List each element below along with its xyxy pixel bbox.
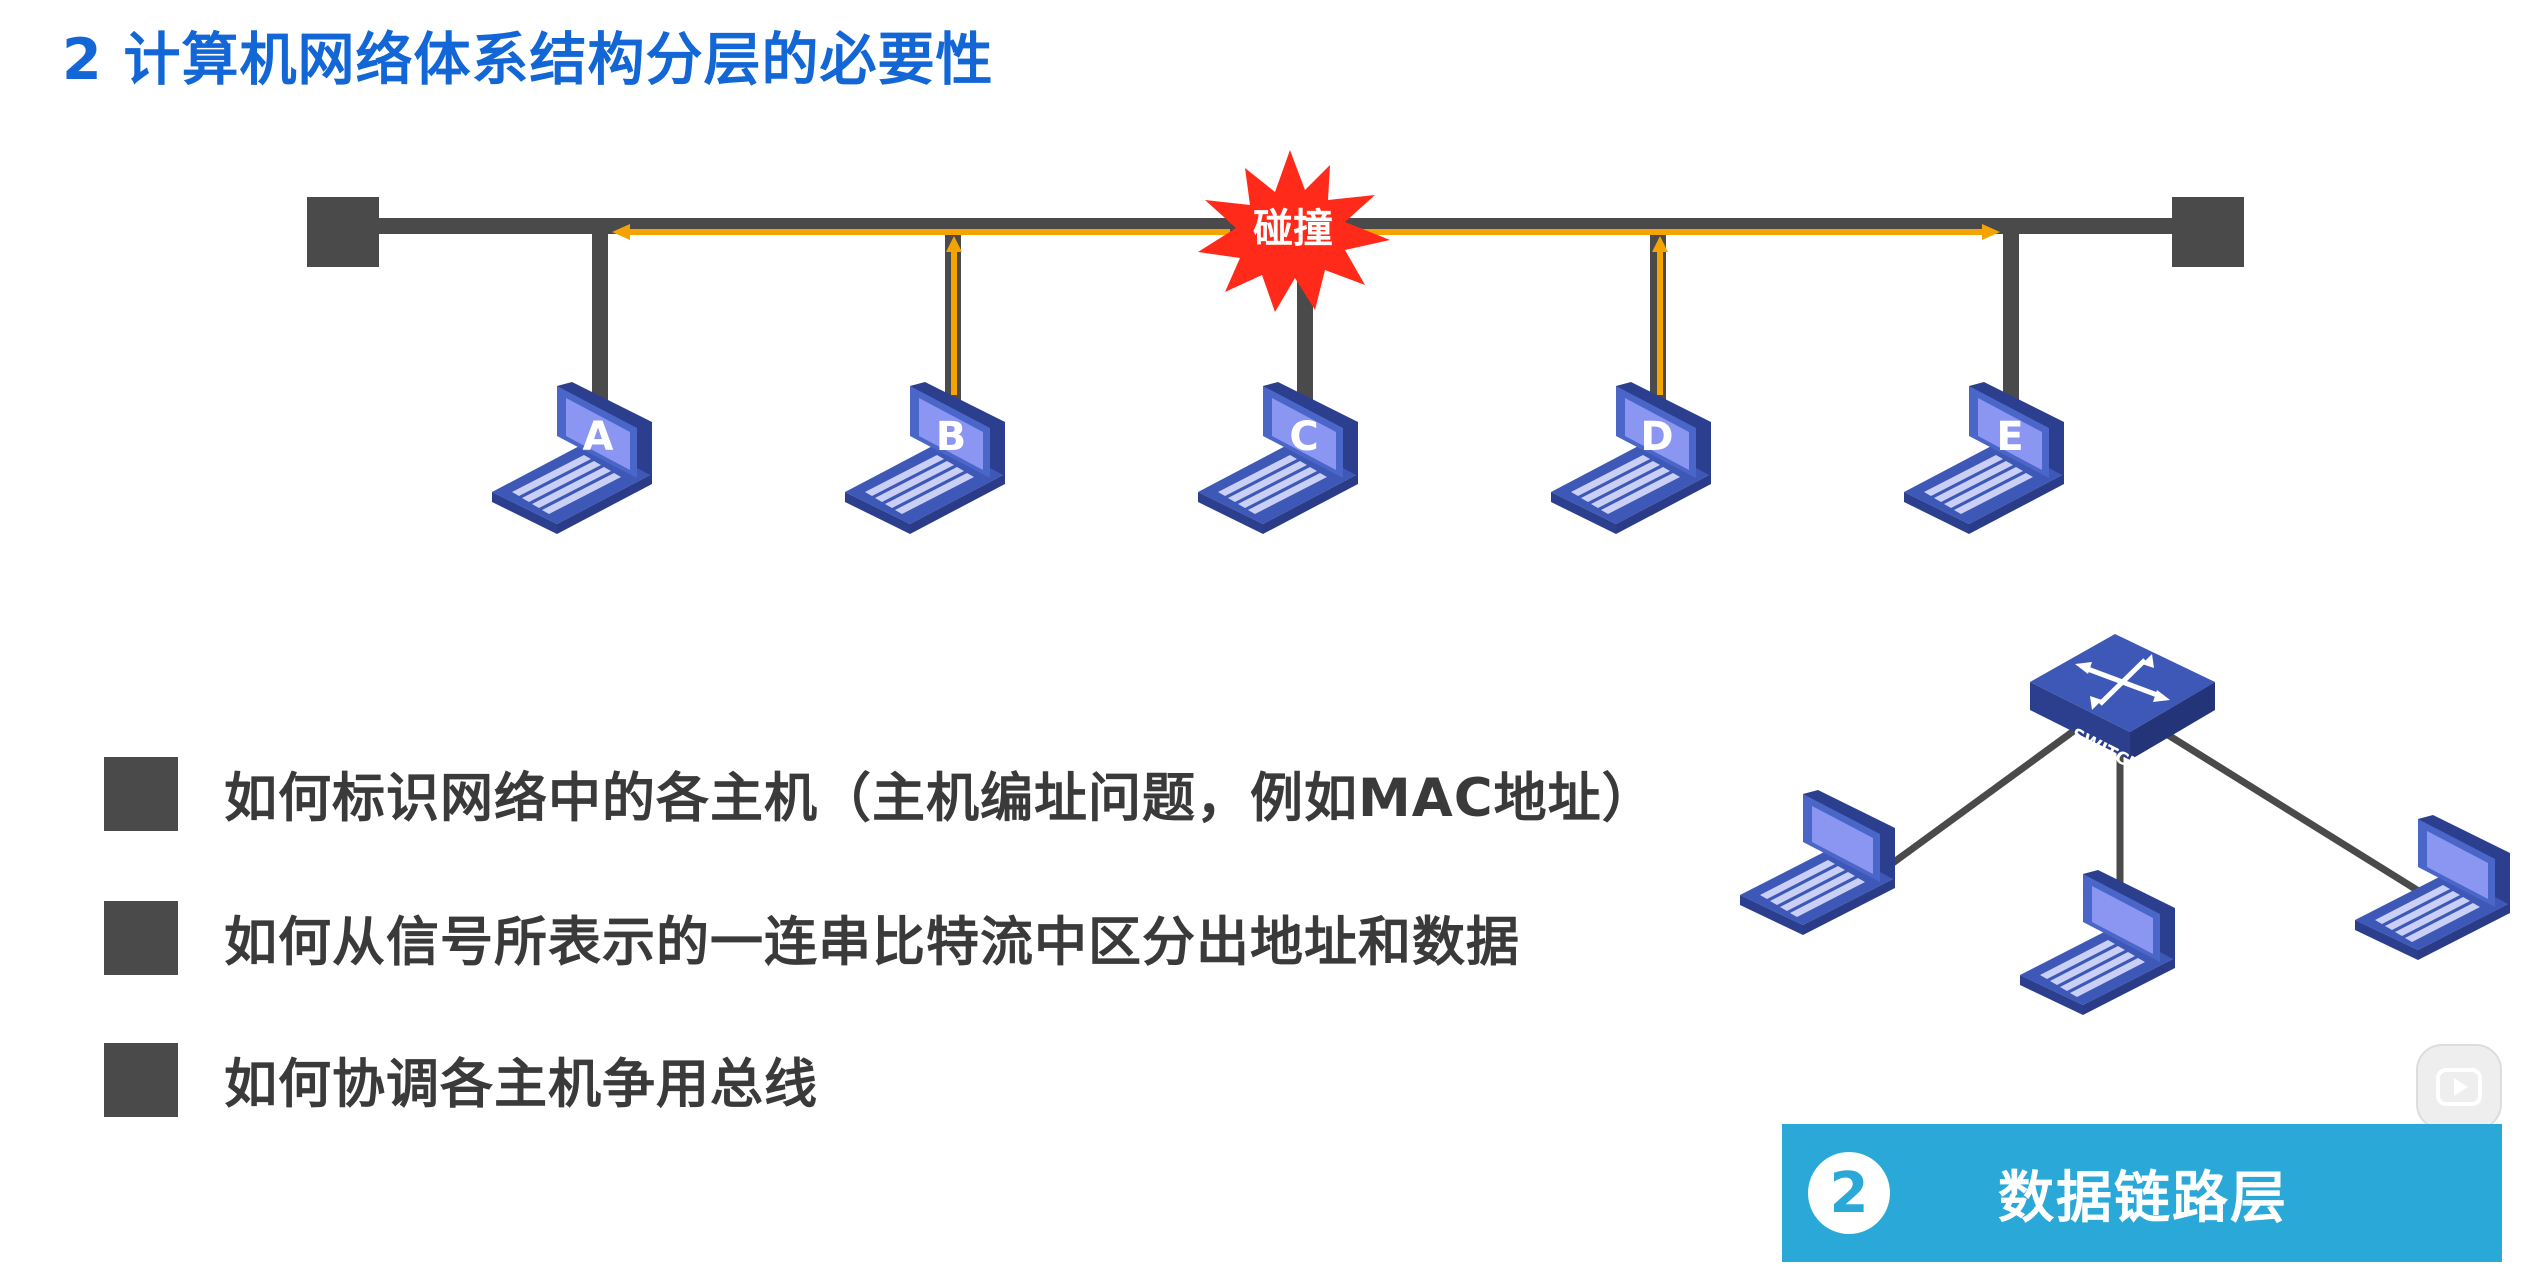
- terminator-right: [2172, 197, 2244, 267]
- bullet-text: 如何从信号所表示的一连串比特流中区分出地址和数据: [224, 912, 1520, 973]
- laptop-b-icon: B: [845, 382, 1005, 534]
- arrowhead-right: [1982, 224, 2000, 240]
- link-left: [1887, 727, 2078, 868]
- drop-line-e: [2003, 226, 2019, 411]
- laptop-c-icon: C: [1198, 382, 1358, 534]
- bus-network-diagram: 碰撞 A B C D E: [307, 150, 2244, 534]
- host-label-b: B: [936, 414, 967, 460]
- laptop-middle-icon: [2020, 870, 2175, 1015]
- arrowhead-up-d: [1652, 236, 1668, 252]
- bullet-text: 如何协调各主机争用总线: [224, 1054, 818, 1115]
- bullet-item: 如何从信号所表示的一连串比特流中区分出地址和数据: [104, 901, 1520, 975]
- laptop-e-icon: E: [1904, 382, 2064, 534]
- play-icon: [2436, 1068, 2482, 1106]
- switch-icon: SWITCH: [2030, 634, 2215, 777]
- layer-banner: 2 数据链路层: [1782, 1124, 2502, 1262]
- bullet-item: 如何协调各主机争用总线: [104, 1043, 818, 1117]
- arrowhead-left: [612, 224, 630, 240]
- collision-burst-icon: 碰撞: [1198, 150, 1390, 312]
- bullet-square-icon: [104, 901, 178, 975]
- laptop-right-icon: [2355, 815, 2510, 960]
- drop-line-a: [592, 226, 608, 411]
- laptop-a-icon: A: [492, 382, 652, 534]
- laptop-left-icon: [1740, 790, 1895, 935]
- host-label-e: E: [1996, 414, 2023, 460]
- layer-number-badge: 2: [1808, 1152, 1890, 1234]
- slide-title: 2 计算机网络体系结构分层的必要性: [62, 27, 994, 93]
- host-label-a: A: [583, 414, 614, 460]
- host-label-c: C: [1289, 414, 1318, 460]
- laptop-d-icon: D: [1551, 382, 1711, 534]
- terminator-left: [307, 197, 379, 267]
- bullet-text: 如何标识网络中的各主机（主机编址问题，例如MAC地址）: [224, 768, 1656, 829]
- switch-network-diagram: SWITCH: [1740, 634, 2510, 1015]
- layer-name: 数据链路层: [1998, 1165, 2288, 1231]
- link-right: [2158, 727, 2427, 898]
- bullet-square-icon: [104, 1043, 178, 1117]
- play-button[interactable]: [2416, 1044, 2502, 1130]
- host-label-d: D: [1640, 414, 1673, 460]
- bullet-square-icon: [104, 757, 178, 831]
- arrowhead-up-b: [946, 236, 962, 252]
- bullet-item: 如何标识网络中的各主机（主机编址问题，例如MAC地址）: [104, 757, 1656, 831]
- collision-label: 碰撞: [1253, 206, 1333, 252]
